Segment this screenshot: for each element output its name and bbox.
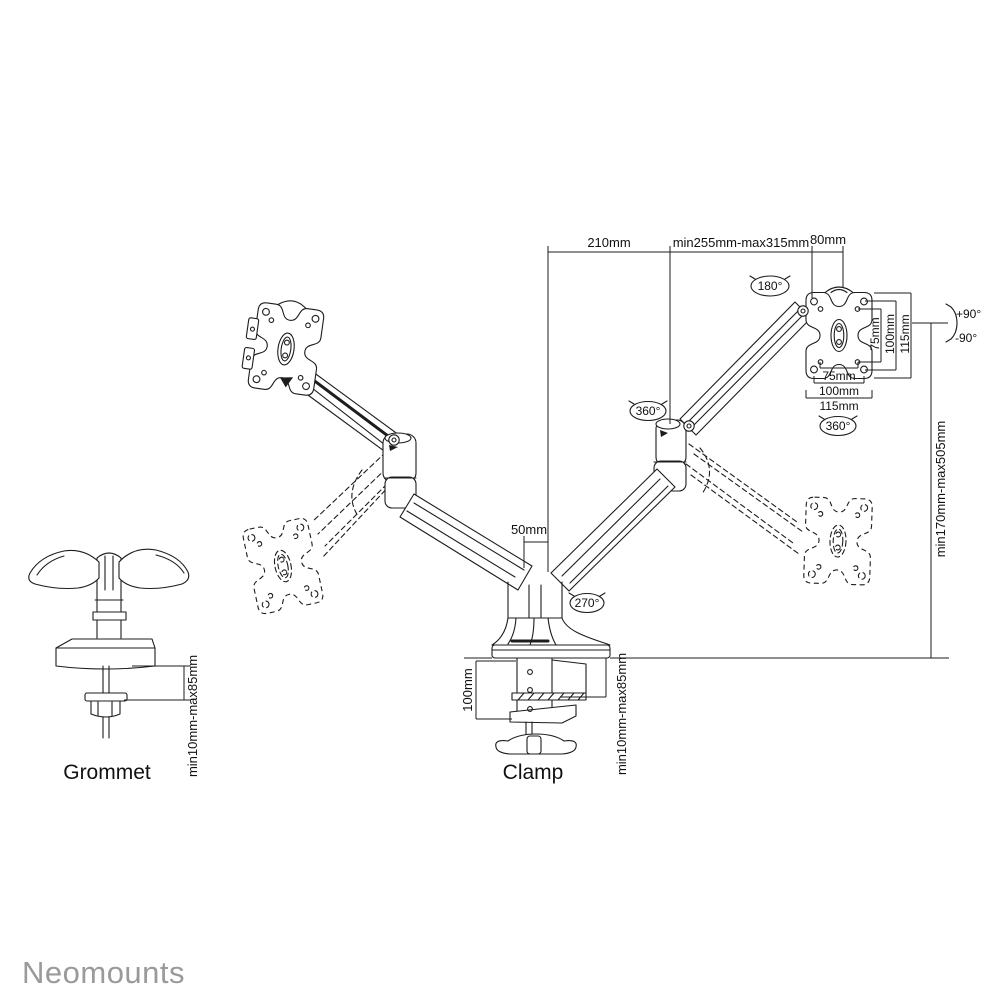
dim-vesa-h-115-label: 115mm: [819, 399, 858, 413]
angle-monitor-swivel-label: 180°: [758, 279, 783, 293]
tilt-up-label: +90°: [956, 307, 981, 321]
dimension-clamp-range: [560, 658, 607, 698]
dimension-vesa-vertical: [858, 292, 912, 379]
dim-height-range-label: min170mm-max505mm: [933, 421, 948, 558]
dimension-lines-top: [547, 246, 844, 572]
dim-vesa-v-100-label: 100mm: [883, 314, 897, 354]
left-elbow-joint: [382, 432, 417, 509]
dim-vesa-h-100-label: 100mm: [819, 384, 859, 398]
vesa-plate-right-phantom: [802, 496, 874, 586]
angle-base-swivel: 270°: [568, 592, 606, 614]
dimension-grommet-range: [124, 665, 191, 701]
dim-210mm-label: 210mm: [587, 235, 630, 250]
dim-vesa-h-75-label: 75mm: [822, 369, 855, 383]
dim-clamp-range-label: min10mm-max85mm: [614, 653, 629, 775]
grommet-label: Grommet: [63, 761, 151, 784]
angle-monitor-swivel: 180°: [749, 275, 791, 297]
tilt-down-label: -90°: [955, 331, 977, 345]
left-arm-lower: [399, 493, 533, 591]
dimension-50mm: [523, 536, 548, 568]
clamp-mount: [495, 657, 587, 755]
grommet-mount: [28, 548, 190, 739]
dim-min255-max315-label: min255mm-max315mm: [673, 235, 810, 250]
vesa-plate-left: [241, 300, 326, 397]
dim-clamp-height-label: 100mm: [460, 668, 475, 711]
tilt-indicator: +90° -90°: [945, 303, 981, 345]
clamp-label: Clamp: [503, 761, 564, 784]
angle-vesa-rotation-label: 360°: [826, 419, 851, 433]
dim-grommet-range-label: min10mm-max85mm: [185, 655, 200, 777]
brand-logo: Neomounts: [22, 955, 185, 990]
center-post: [491, 581, 611, 659]
angle-arm-rotation-label: 360°: [636, 404, 661, 418]
right-arm-upper: [679, 301, 812, 436]
dim-50mm-label: 50mm: [511, 522, 547, 537]
angle-vesa-rotation: 360°: [818, 415, 858, 437]
dim-80mm-label: 80mm: [810, 232, 846, 247]
phantom-arm-right: [685, 443, 804, 555]
vesa-plate-left-phantom: [241, 516, 325, 616]
dimension-clamp-height: [475, 660, 516, 720]
vesa-plate-right: [797, 286, 873, 380]
angle-arm-rotation: 360°: [628, 400, 668, 422]
dim-vesa-v-75-label: 75mm: [868, 317, 882, 350]
dimension-height-range: [464, 322, 949, 659]
dimension-vesa-horizontal: [805, 362, 873, 399]
dim-vesa-v-115-label: 115mm: [898, 314, 912, 353]
right-arm-lower: [550, 468, 676, 592]
angle-base-swivel-label: 270°: [575, 596, 600, 610]
